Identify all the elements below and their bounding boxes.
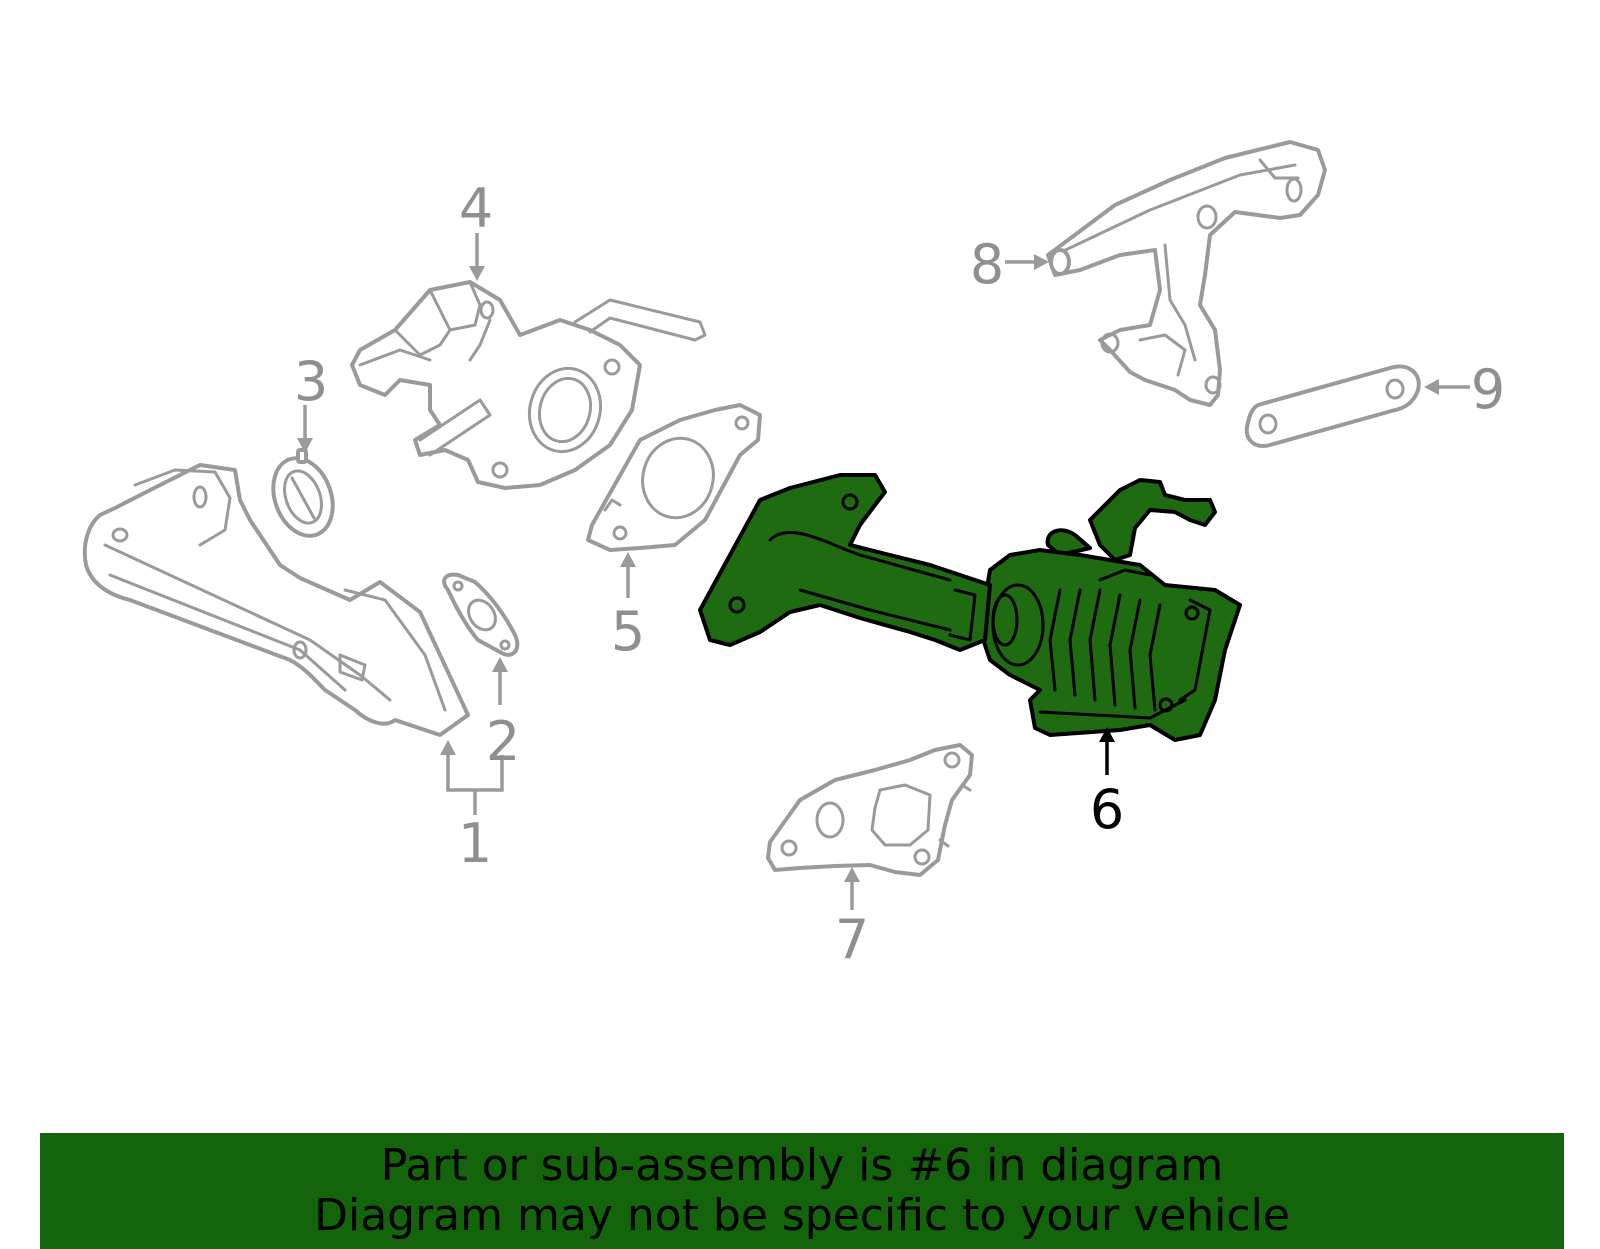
callout-2[interactable]: 2: [486, 710, 520, 773]
part-1-pipe-bracket[interactable]: [82, 463, 470, 737]
callout-4[interactable]: 4: [459, 177, 493, 240]
leader-lines: [297, 233, 1470, 910]
callout-5[interactable]: 5: [611, 600, 645, 663]
part-6-egr-cooler[interactable]: [698, 473, 1242, 742]
part-3-ring-gasket[interactable]: [263, 448, 343, 544]
part-2-gasket[interactable]: [442, 572, 520, 657]
callout-3[interactable]: 3: [294, 350, 328, 413]
part-8-bracket[interactable]: [1046, 140, 1327, 407]
callout-8[interactable]: 8: [970, 233, 1004, 296]
callout-9[interactable]: 9: [1471, 358, 1505, 421]
banner-line-2: Diagram may not be specific to your vehi…: [314, 1190, 1290, 1241]
callout-7[interactable]: 7: [835, 908, 869, 971]
callout-labels: 1 2 3 4 5 6 7 8 9: [294, 177, 1505, 971]
parts-diagram: 1 2 3 4 5 6 7 8 9: [82, 140, 1505, 971]
part-7-cooler-gasket[interactable]: [766, 743, 974, 877]
info-banner: Part or sub-assembly is #6 in diagram Di…: [40, 1133, 1564, 1249]
part-5-flange-gasket[interactable]: [586, 403, 762, 552]
callout-1[interactable]: 1: [458, 812, 492, 875]
banner-line-1: Part or sub-assembly is #6 in diagram: [380, 1140, 1224, 1191]
part-9-plate[interactable]: [1244, 364, 1421, 448]
callout-6[interactable]: 6: [1090, 778, 1124, 841]
part-4-egr-valve[interactable]: [350, 280, 707, 490]
